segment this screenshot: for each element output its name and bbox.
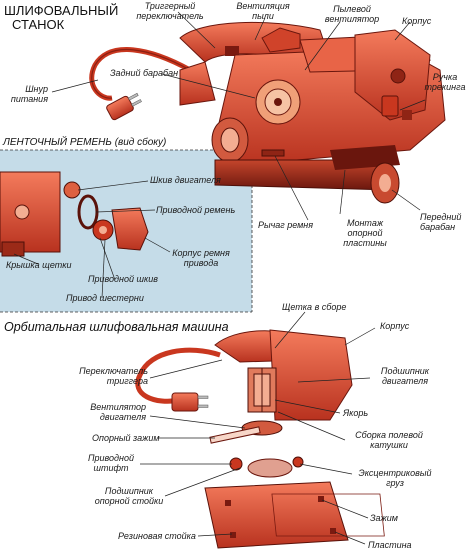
label-clamp: Зажим xyxy=(370,513,398,523)
leader-lines xyxy=(13,11,426,545)
label-pad-bearing: Подшипник опорной стойки xyxy=(94,486,164,506)
label-tracking-knob: Ручка трекинга xyxy=(424,72,466,92)
label-rear-drum: Задний барабан xyxy=(110,68,179,78)
label-platen-mount: Монтаж опорной пластины xyxy=(343,218,387,248)
label-belt-housing: Корпус ремня привода xyxy=(172,248,230,268)
label-field-coil: Сборка полевой катушки xyxy=(355,430,423,450)
orbital-sander-title: Орбитальная шлифовальная машина xyxy=(4,320,229,334)
label-motor-fan: Вентилятор двигателя xyxy=(90,402,146,422)
belt-inset-title-note: (вид сбоку) xyxy=(114,137,167,148)
label-front-drum: Передний барабан xyxy=(420,212,462,232)
label-drive-pin: Приводной штифт xyxy=(88,453,134,473)
label-dust-vent: Вентиляция пыли xyxy=(236,1,290,21)
label-dust-fan: Пылевой вентилятор xyxy=(324,4,380,24)
label-brush-assembly: Щетка в сборе xyxy=(282,302,347,312)
belt-sander-title: ШЛИФОВАЛЬНЫЙ СТАНОК xyxy=(4,4,118,32)
label-motor-bearing: Подшипник двигателя xyxy=(380,366,430,386)
belt-inset-title: ЛЕНТОЧНЫЙ РЕМЕНЬ (вид сбоку) xyxy=(3,137,166,148)
label-drive-belt: Приводной ремень xyxy=(156,205,236,215)
label-armature: Якорь xyxy=(343,408,369,418)
belt-sander-illustration xyxy=(89,21,446,204)
belt-sander-title-line2: СТАНОК xyxy=(12,17,65,32)
belt-inset-title-main: ЛЕНТОЧНЫЙ РЕМЕНЬ xyxy=(3,137,112,148)
belt-inset-illustration xyxy=(0,171,149,257)
label-rubber-post: Резиновая стойка xyxy=(118,531,196,541)
label-brush-cover: Крышка щетки xyxy=(6,260,72,270)
label-power-cord: Шнур питания xyxy=(10,84,48,104)
label-belt-lever: Рычаг ремня xyxy=(258,220,314,230)
label-pad-clamp: Опорный зажим xyxy=(92,433,160,443)
orbital-sander-illustration xyxy=(135,329,385,549)
label-trigger-switch: Триггерный переключатель xyxy=(136,1,204,21)
label-motor-pulley: Шкив двигателя xyxy=(150,175,221,185)
label-trigger-switch-orbital: Переключатель триггера xyxy=(79,366,148,386)
label-gear-drive: Привод шестерни xyxy=(66,293,144,303)
belt-sander-title-line1: ШЛИФОВАЛЬНЫЙ xyxy=(4,3,119,18)
label-housing-top: Корпус xyxy=(402,16,432,26)
label-eccentric-weight: Эксцентриковый груз xyxy=(358,468,432,488)
label-housing-orbital: Корпус xyxy=(380,321,410,331)
label-drive-pulley: Приводной шкив xyxy=(88,274,158,284)
label-plate: Пластина xyxy=(368,540,412,550)
